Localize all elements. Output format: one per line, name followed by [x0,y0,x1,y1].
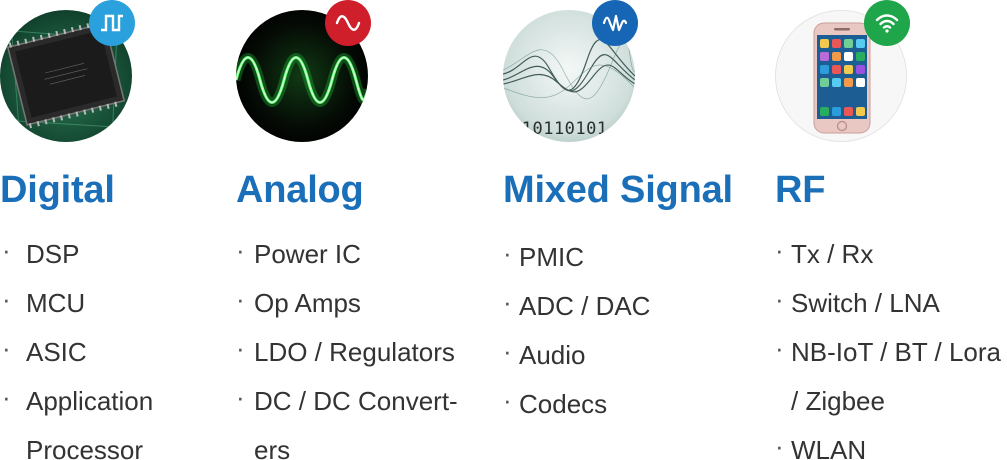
category-title: Digital [0,169,115,211]
list-item: ASIC [0,324,153,377]
list-item-text: Application [26,386,154,416]
list-item: Op Amps [236,275,458,328]
list-item: LDO / Regulators [236,324,458,377]
list-item-text: Switch / LNA [791,288,940,318]
list-item-text: Op Amps [254,288,361,318]
square-wave-icon [101,14,123,32]
list-item: PMIC [503,229,650,282]
list-item-text: Processor [26,435,144,460]
list-item-text: WLAN [791,435,867,460]
list-item-text: Codecs [519,389,608,419]
category-title: RF [775,169,826,211]
list-item: Codecs [503,376,650,429]
list-item-text: LDO / Regulators [254,337,455,367]
list-item: MCU [0,275,153,328]
sine-wave-icon [335,15,361,31]
list-item-text: NB-IoT / BT / Lora [791,337,1002,367]
mixed-signal-badge [592,0,638,46]
list-item-text: ADC / DAC [519,291,651,321]
list-item-text: Power IC [254,239,361,269]
wifi-icon [875,14,899,33]
list-item: DSP [0,226,153,279]
category-title: Mixed Signal [503,169,733,211]
analog-badge [325,0,371,46]
binary-text: 110110101 [511,119,608,139]
item-list: Tx / Rx Switch / LNA NB-IoT / BT / Lora / Z… [775,226,1002,460]
list-item-text: / Zigbee [791,386,885,416]
rf-badge [864,0,910,46]
category-title: Analog [236,169,364,211]
list-item-text: MCU [26,288,86,318]
list-item-text: ASIC [26,337,87,367]
list-item-text: DC / DC Convert- [254,386,458,416]
mixed-wave-icon [602,14,628,32]
list-item: NB-IoT / BT / Lora / Zigbee [775,324,1002,426]
list-item: ADC / DAC [503,278,651,331]
list-item-text: Audio [519,340,586,370]
list-item-text: DSP [26,239,80,269]
list-item: Tx / Rx [775,226,1001,279]
item-list: Power IC Op AmpsLDO / Regulators DC / DC C… [236,226,458,460]
list-item: Switch / LNA [775,275,1001,328]
list-item: WLAN [775,422,1001,460]
list-item: Audio [503,327,650,380]
item-list: PMIC ADC / DAC AudioCodecs [503,229,651,429]
list-item-text: ers [254,435,291,460]
smartphone-icon [775,10,907,142]
list-item-text: PMIC [519,242,584,272]
list-item-text: Tx / Rx [791,239,874,269]
digital-badge [89,0,135,46]
list-item: Power IC [236,226,458,279]
list-item: DC / DC Convert-ers [236,373,458,460]
